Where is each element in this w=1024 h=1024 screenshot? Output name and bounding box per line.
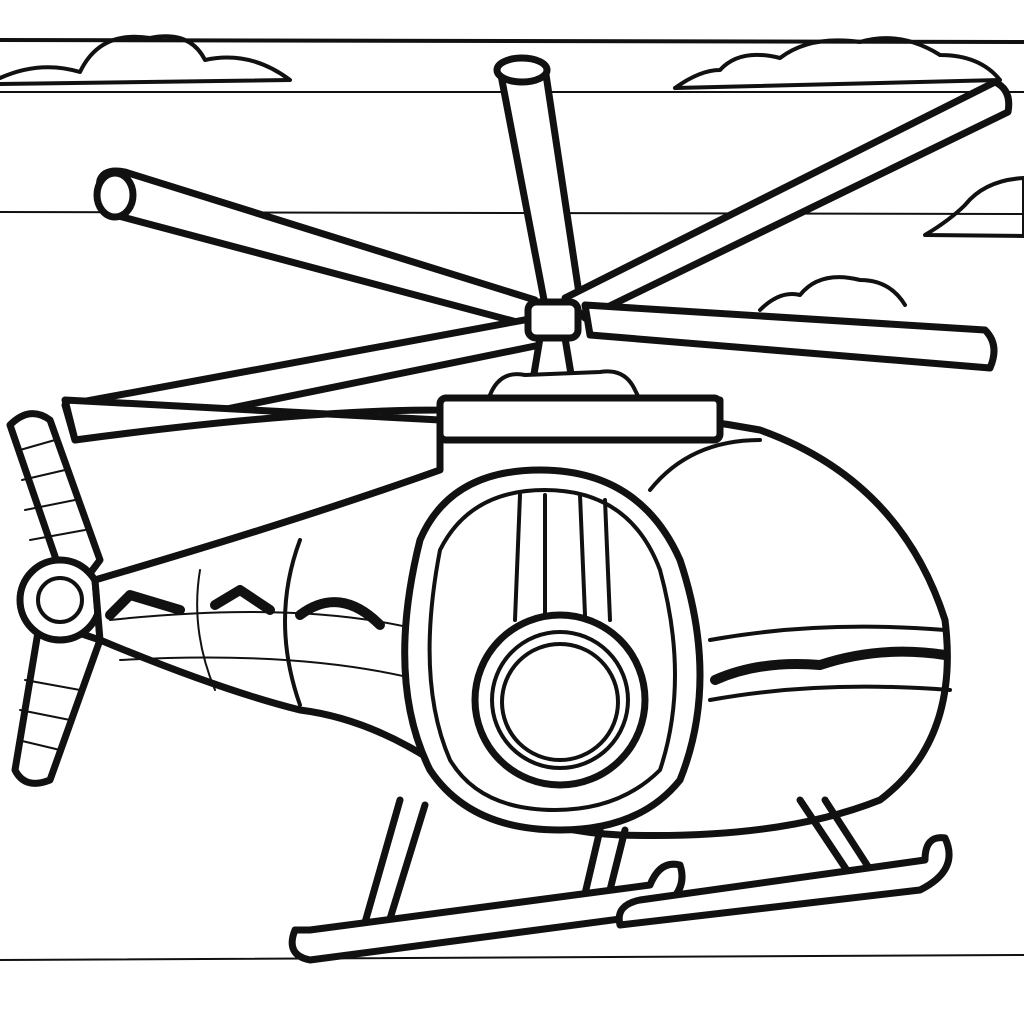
landing-skids [288, 796, 953, 964]
main-rotor [61, 54, 1013, 444]
rotor-blade-right [561, 78, 1013, 322]
cloud-right [923, 176, 1024, 238]
rotor-hub [524, 298, 582, 342]
tail-rotor [6, 410, 104, 787]
skid-right [615, 834, 953, 929]
stripe [710, 646, 950, 685]
stripe [105, 590, 185, 620]
rotor-blade-back [496, 58, 584, 309]
cloud-mid-right [758, 275, 907, 312]
rotor-blade-front-right [581, 301, 998, 372]
tail-rotor-hub [16, 556, 104, 644]
skid-left [288, 860, 686, 964]
engine-cowling [436, 394, 724, 444]
fuselage [61, 394, 952, 840]
cloud-left [0, 34, 292, 86]
rotor-blade-left [95, 167, 539, 329]
stripe [295, 597, 385, 630]
cloud-top-right [673, 36, 1002, 90]
stripe [210, 585, 275, 615]
